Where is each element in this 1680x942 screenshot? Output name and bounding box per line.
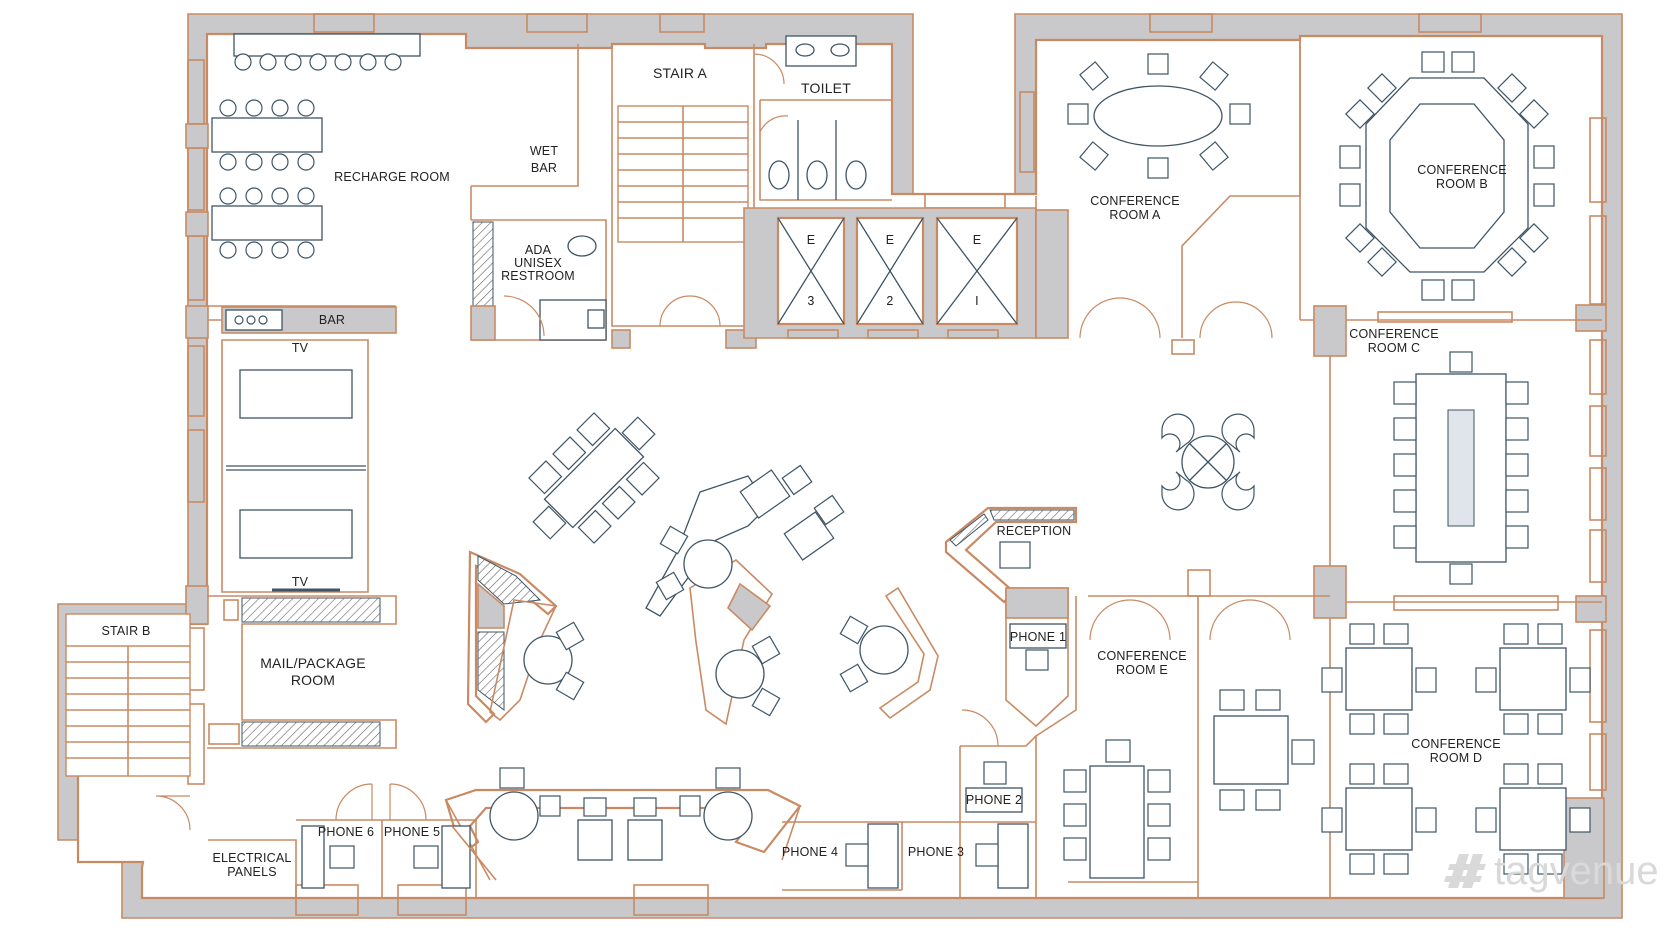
workstation-right: [839, 586, 939, 720]
conference-room-a: CONFERENCE ROOM A: [1035, 39, 1301, 355]
phone-6-label: PHONE 6: [318, 825, 374, 839]
elevators: E 3 E 2 E I: [743, 207, 1037, 339]
reception-label: RECEPTION: [997, 524, 1072, 538]
elevator-2-letter: E: [886, 233, 895, 247]
lounge-round-tables: [1161, 413, 1255, 511]
phone-3-label: PHONE 3: [908, 845, 964, 859]
phone-2-label: PHONE 2: [966, 793, 1022, 807]
phone-1-label: PHONE 1: [1010, 630, 1066, 644]
conf-d-label-2: ROOM D: [1430, 751, 1483, 765]
conference-room-b: CONFERENCE ROOM B: [1299, 40, 1602, 323]
phone-2-3: PHONE 2 PHONE 3: [902, 709, 1037, 898]
conf-c-label-2: ROOM C: [1368, 341, 1421, 355]
workstation-center: [645, 464, 845, 726]
mail-package-room: MAIL/PACKAGE ROOM: [207, 595, 397, 749]
conf-b-chairs: [1339, 51, 1555, 301]
conf-c-label-1: CONFERENCE: [1349, 327, 1439, 341]
conf-e-side-chairs: [1219, 689, 1315, 811]
recharge-stools: [234, 53, 402, 71]
elevator-1-letter: E: [973, 233, 982, 247]
stair-b-label: STAIR B: [101, 624, 150, 638]
tv-lounge: TV TV: [221, 339, 369, 593]
bar-label: BAR: [319, 313, 345, 327]
mail-room-label-1: MAIL/PACKAGE: [260, 655, 366, 671]
wet-bar-label-1: WET: [530, 144, 559, 158]
recharge-room-label: RECHARGE ROOM: [334, 170, 450, 184]
recharge-chairs: [219, 99, 315, 259]
conf-c-chairs: [1393, 351, 1529, 585]
wet-bar-label-2: BAR: [531, 161, 557, 175]
conf-e-label-1: CONFERENCE: [1097, 649, 1187, 663]
tv-top-label: TV: [292, 341, 309, 355]
toilet: TOILET: [759, 35, 892, 201]
electrical-label-1: ELECTRICAL: [212, 851, 291, 865]
elevator-1-number: I: [975, 294, 979, 308]
conf-d-label-1: CONFERENCE: [1411, 737, 1501, 751]
watermark: tagvenue: [1443, 849, 1659, 893]
phone-5-label: PHONE 5: [384, 825, 440, 839]
reception: RECEPTION: [944, 506, 1078, 604]
conf-e-chairs: [1063, 739, 1171, 861]
phone-5-6: PHONE 6 PHONE 5: [296, 783, 497, 898]
conf-e-label-2: ROOM E: [1116, 663, 1168, 677]
lounge-table-diagonal: [528, 412, 660, 544]
bar: BAR: [221, 306, 397, 334]
elevator-3-letter: E: [807, 233, 816, 247]
watermark-logo-icon: [1443, 854, 1486, 888]
conference-room-e: CONFERENCE ROOM E: [1063, 569, 1330, 898]
ada-restroom: ADA UNISEX RESTROOM: [470, 219, 607, 341]
ada-label-3: RESTROOM: [501, 269, 575, 283]
elevator-2-number: 2: [886, 294, 893, 308]
conf-a-label-1: CONFERENCE: [1090, 194, 1180, 208]
conf-b-label-2: ROOM B: [1436, 177, 1488, 191]
tv-bottom-label: TV: [292, 575, 309, 589]
ada-label-2: UNISEX: [514, 256, 562, 270]
electrical-panels: ELECTRICAL PANELS: [208, 839, 297, 898]
elevator-3-number: 3: [807, 294, 814, 308]
mail-room-label-2: ROOM: [291, 672, 335, 688]
conf-b-label-1: CONFERENCE: [1417, 163, 1507, 177]
phone-1: PHONE 1: [1005, 587, 1077, 737]
watermark-text: tagvenue: [1494, 849, 1659, 893]
conference-room-c: CONFERENCE ROOM C: [1313, 305, 1602, 619]
toilet-label: TOILET: [801, 80, 851, 96]
stair-b: STAIR B: [65, 613, 191, 831]
electrical-label-2: PANELS: [227, 865, 277, 879]
ada-label-1: ADA: [525, 243, 552, 257]
stair-a: STAIR A: [611, 44, 785, 349]
conf-a-label-2: ROOM A: [1109, 208, 1161, 222]
workstation-left: [466, 550, 585, 724]
stair-a-label: STAIR A: [653, 65, 708, 81]
workstation-bottom: [444, 767, 802, 881]
phone-4-label: PHONE 4: [782, 845, 838, 859]
recharge-room: RECHARGE ROOM WET BAR: [207, 33, 579, 321]
conf-d-chairs: [1321, 623, 1591, 875]
conference-room-d: CONFERENCE ROOM D: [1321, 618, 1591, 898]
phone-4: PHONE 4: [782, 821, 903, 891]
